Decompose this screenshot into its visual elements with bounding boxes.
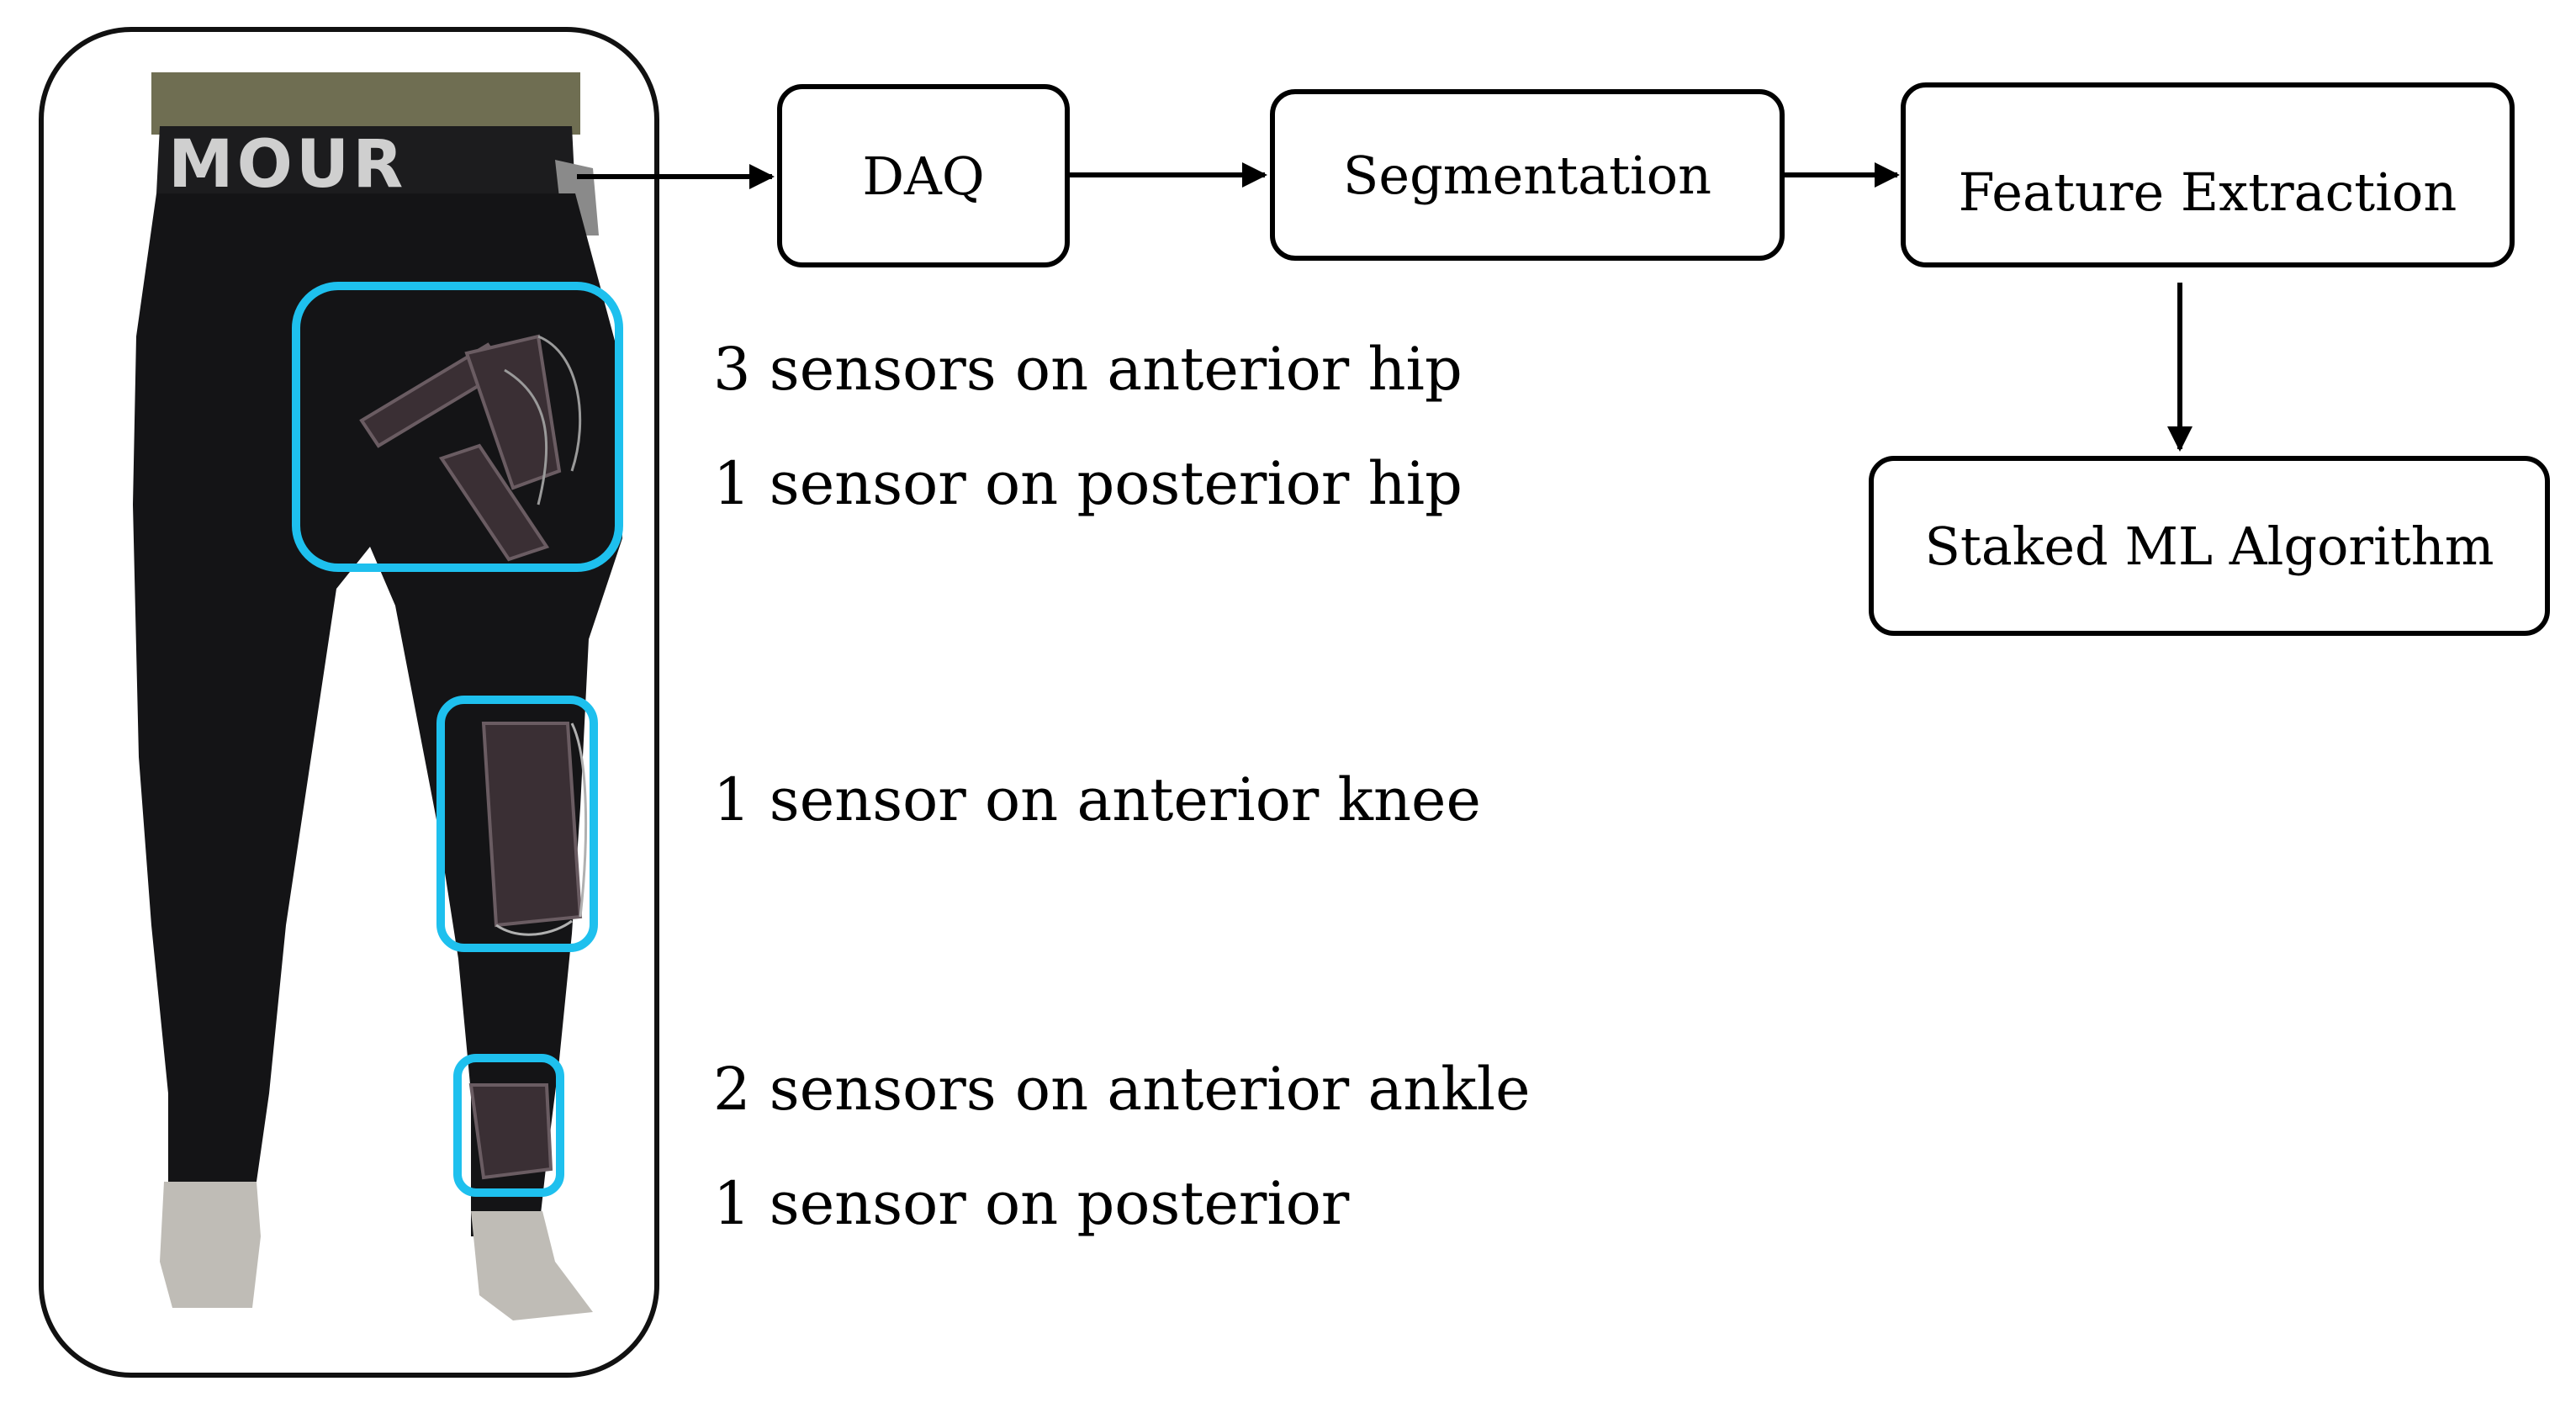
daq-label: DAQ [862,145,985,207]
hip-wires [504,335,582,505]
feature-extraction-box: Feature Extraction [1901,82,2515,267]
stacked-ml-box: Staked ML Algorithm [1869,456,2550,636]
label-hip-posterior: 1 sensor on posterior hip [713,449,1463,518]
hip-sensor-3 [438,443,550,562]
label-ankle-anterior: 2 sensors on anterior ankle [713,1055,1531,1124]
knee-highlight [436,696,598,952]
daq-box: DAQ [777,84,1070,267]
segmentation-box: Segmentation [1270,89,1785,261]
stacked-ml-label: Staked ML Algorithm [1924,515,2494,577]
shirt [151,72,580,135]
feature-extraction-label: Feature Extraction [1958,161,2457,223]
label-ankle-posterior: 1 sensor on posterior [713,1169,1350,1238]
ankle-highlight [453,1054,564,1197]
hip-highlight [292,282,623,572]
leggings [133,193,622,1236]
knee-sensor [481,722,583,928]
ankle-sensor [468,1083,553,1180]
label-hip-anterior: 3 sensors on anterior hip [713,335,1463,404]
waistband [156,126,575,193]
left-sock [160,1182,261,1308]
hip-sensor-2 [464,334,562,490]
right-sock [471,1211,593,1320]
label-knee-anterior: 1 sensor on anterior knee [713,765,1481,834]
segmentation-label: Segmentation [1342,144,1712,206]
knee-wires [495,722,588,936]
brand-text: MOUR [168,127,406,203]
